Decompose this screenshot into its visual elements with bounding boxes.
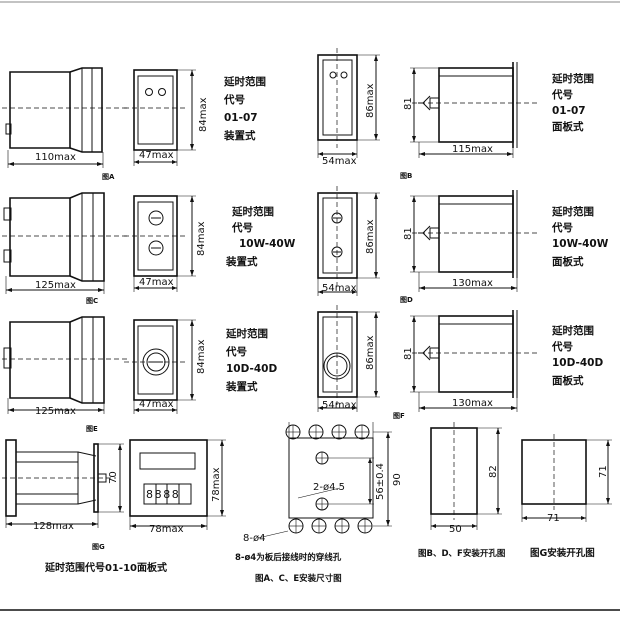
side2-width-label-d: 130max (452, 278, 493, 289)
side-width-label-e: 125max (35, 406, 76, 417)
spec-d-line-2: 代号 (551, 221, 573, 234)
panel-height-label-b: 86max (365, 83, 376, 118)
g-side-width-label: 128max (33, 521, 74, 532)
hole-note: 8-ø4为板后接线时的穿线孔 (235, 552, 342, 563)
caption-figure-c: 图C (86, 296, 98, 305)
spec-e-line-4: 装置式 (225, 380, 258, 393)
figure-f-side-view (410, 310, 540, 412)
spec-block-d: 延时范围 代号 10W-40W 面板式 (551, 205, 609, 268)
side2-height-label-f: 81 (403, 347, 414, 360)
figure-d-side-view (410, 190, 540, 292)
spec-b-line-2: 代号 (551, 88, 573, 101)
g-front-height-label: 78max (211, 467, 222, 502)
caption-figure-a: 图A (102, 172, 115, 181)
caption-figure-g: 图G (92, 542, 105, 551)
spec-block-a: 延时范围 代号 01-07 装置式 (223, 75, 266, 142)
cut-g-height: 71 (598, 465, 609, 478)
spec-a-line-3: 01-07 (224, 112, 258, 124)
hole-label-2-dia-4-5: 2-ø4.5 (313, 482, 345, 493)
figure-f-panel-view (317, 305, 380, 412)
panel-width-label-f: 54max (322, 400, 357, 411)
side-width-label-c: 125max (35, 280, 76, 291)
spec-a-line-2: 代号 (223, 93, 245, 106)
figure-g-side-view (2, 439, 124, 528)
side2-width-label-f: 130max (452, 398, 493, 409)
g-front-width-label: 78max (149, 524, 184, 535)
spec-f-line-1: 延时范围 (551, 324, 594, 337)
spec-c-line-4: 装置式 (225, 255, 258, 268)
cut-g-width: 71 (547, 513, 560, 524)
figure-a-front-view (124, 69, 196, 166)
figure-c-side-view (2, 192, 128, 294)
g-digit-readout: 8888 (146, 488, 180, 501)
caption-figure-f: 图F (393, 411, 405, 420)
figure-d-panel-view (317, 186, 380, 296)
figure-b-side-view (410, 62, 540, 158)
figure-c-front-view (124, 195, 196, 292)
spec-block-c: 延时范围 代号 10W-40W 装置式 (225, 205, 296, 268)
front-width-label-a: 47max (139, 150, 174, 161)
spec-e-line-3: 10D-40D (226, 363, 277, 375)
spec-e-line-2: 代号 (225, 345, 247, 358)
side2-height-label-d: 81 (403, 227, 414, 240)
cutout-bdf (430, 422, 502, 530)
cutout-g (521, 434, 612, 522)
panel-height-label-f: 86max (365, 335, 376, 370)
caption-figure-d: 图D (400, 295, 413, 304)
cut-bdf-width: 50 (449, 524, 462, 535)
panel-width-label-d: 54max (322, 283, 357, 294)
spec-b-line-1: 延时范围 (551, 72, 594, 85)
spec-f-line-4: 面板式 (552, 374, 584, 387)
panel-height-label-d: 86max (365, 219, 376, 254)
g-side-height-label: 70 (108, 471, 119, 484)
g-range-title: 延时范围代号01-10面板式 (44, 561, 167, 574)
cut-bdf-height: 82 (488, 465, 499, 478)
spec-e-line-1: 延时范围 (225, 327, 268, 340)
spec-block-b: 延时范围 代号 01-07 面板式 (551, 72, 594, 133)
spec-d-line-4: 面板式 (552, 255, 584, 268)
figure-e-front-view (124, 319, 196, 414)
spec-a-line-1: 延时范围 (223, 75, 266, 88)
front-height-label-a: 84max (198, 97, 209, 132)
spec-b-line-4: 面板式 (552, 120, 584, 133)
spec-block-f: 延时范围 代号 10D-40D 面板式 (551, 324, 603, 387)
panel-width-label-b: 54max (322, 156, 357, 167)
spec-d-line-3: 10W-40W (552, 238, 609, 250)
hole-label-8-dia-4: 8-ø4 (243, 533, 265, 544)
spec-a-line-4: 装置式 (223, 129, 256, 142)
figure-e-side-view (2, 316, 128, 414)
figure-a-side-view (2, 67, 128, 168)
spec-c-line-2: 代号 (231, 221, 253, 234)
spec-f-line-2: 代号 (551, 340, 573, 353)
mounting-hole-pattern (257, 422, 392, 539)
side2-width-label-b: 115max (452, 144, 493, 155)
front-height-label-e: 84max (196, 339, 207, 374)
cut-bdf-caption: 图B、D、F安装开孔图 (418, 548, 505, 559)
spec-block-e: 延时范围 代号 10D-40D 装置式 (225, 327, 277, 393)
hole-dim-90: 90 (392, 473, 403, 486)
side-width-label-a: 110max (35, 152, 76, 163)
cut-g-caption: 图G安装开孔图 (530, 547, 595, 559)
spec-c-line-1: 延时范围 (231, 205, 274, 218)
front-width-label-e: 47max (139, 399, 174, 410)
caption-figure-e: 图E (86, 424, 98, 433)
hole-dim-56: 56±0.4 (375, 463, 386, 500)
spec-f-line-3: 10D-40D (552, 357, 603, 369)
spec-c-line-3: 10W-40W (239, 238, 296, 250)
figure-g-front-view (129, 439, 226, 530)
front-width-label-c: 47max (139, 277, 174, 288)
side2-height-label-b: 81 (403, 97, 414, 110)
front-height-label-c: 84max (196, 221, 207, 256)
figure-b-panel-view (317, 48, 380, 158)
spec-d-line-1: 延时范围 (551, 205, 594, 218)
spec-b-line-3: 01-07 (552, 105, 586, 117)
hole-caption: 图A、C、E安装尺寸图 (255, 573, 342, 584)
caption-figure-b: 图B (400, 171, 412, 180)
